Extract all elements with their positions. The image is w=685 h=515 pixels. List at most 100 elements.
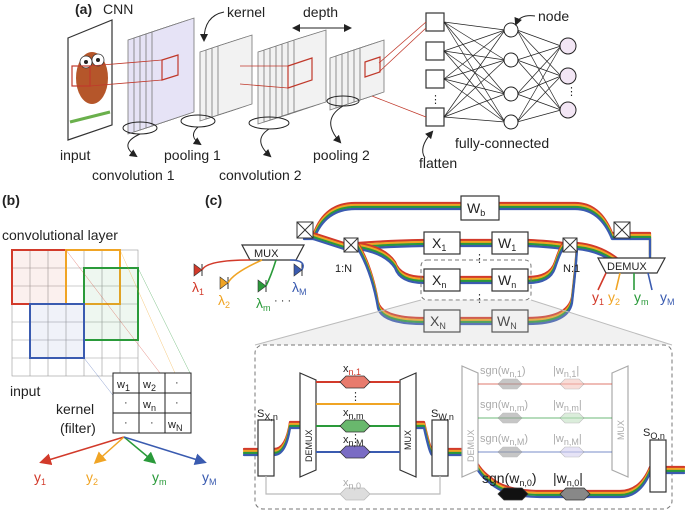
waveguide-branch-N: [356, 241, 579, 326]
panel-c: (c) MUX DEMUX 1:N N:1 Wb X1 W1 Xn: [192, 192, 675, 346]
node-label: node: [538, 8, 569, 24]
kernel-dot-1: ·: [175, 377, 179, 389]
c-output-2-label: y2: [608, 289, 620, 307]
x1-box: [423, 231, 461, 255]
kernel-dot-5: ·: [150, 417, 154, 429]
x1-label: X: [432, 235, 442, 251]
conv2-stack: [257, 29, 327, 125]
modulator-nm: [339, 419, 371, 433]
filter-window-M: [29, 303, 85, 359]
lambda-M-label: λM: [292, 279, 307, 297]
sgn-n0-label: sgn(w: [482, 470, 520, 486]
laser-2: λ2: [218, 259, 263, 310]
depth-label: depth: [303, 4, 338, 20]
pool2-stack: [329, 39, 385, 111]
waveguide-branch-1: [311, 231, 565, 251]
x-n1-label: x: [343, 363, 349, 375]
svg-text:sgn(wn,1): sgn(wn,1): [480, 365, 526, 379]
waveguide-out: [575, 231, 652, 267]
abs-n0-label: |w: [553, 470, 568, 486]
detail-mux-label: MUX: [403, 430, 413, 450]
xN-box: [423, 309, 461, 333]
svg-text:XN: XN: [430, 313, 446, 331]
svg-text:sgn(wn,M): sgn(wn,M): [480, 433, 528, 447]
lambda-2-label: λ2: [218, 292, 230, 310]
svg-text:· · ·: · · ·: [274, 295, 291, 307]
detail-gray-demux-label: DEMUX: [466, 429, 476, 462]
detail-demux: [299, 372, 317, 478]
panel-b-input-label: input: [10, 383, 40, 399]
demux-label: DEMUX: [607, 261, 647, 273]
sgn-nM-label: sgn(w: [480, 433, 509, 445]
svg-text:WN: WN: [497, 313, 517, 331]
svg-text:X1: X1: [432, 235, 446, 253]
fc-network: [443, 21, 562, 123]
son-switch: [649, 439, 667, 493]
sxn-label: S: [257, 408, 264, 420]
kernel-w1: w: [116, 379, 125, 391]
output-1-label: y1: [34, 469, 46, 487]
panel-a-tag: (a): [75, 1, 92, 17]
laser-1: λ1: [192, 259, 251, 297]
output-M-label: yM: [202, 469, 217, 487]
svg-text:⋮: ⋮: [566, 86, 577, 98]
svg-text:w2: w2: [142, 379, 156, 393]
modulator-nM: [339, 445, 371, 459]
kernel-label-b: kernel: [56, 401, 94, 417]
convolution1-label: convolution 1: [92, 167, 175, 183]
sgn-nm-label: sgn(w: [480, 399, 509, 411]
sgn-n0-modulator: [497, 487, 529, 501]
filter-window-2: [65, 249, 121, 305]
wb-label: W: [467, 200, 481, 216]
n-to-one-label: N:1: [563, 263, 580, 275]
x-n0-label: x: [343, 477, 349, 489]
svg-text:w1: w1: [116, 379, 130, 393]
svg-text:wN: wN: [167, 419, 182, 433]
wb-box: [460, 195, 500, 221]
kernel-w2: w: [142, 379, 151, 391]
w1-box: [491, 231, 529, 255]
sxn-switch: [257, 419, 275, 477]
svg-text:sgn(wn,0): sgn(wn,0): [482, 470, 537, 488]
filter-window-m: [83, 267, 139, 341]
pooling2-label: pooling 2: [313, 147, 370, 163]
swn-label: S: [431, 408, 438, 420]
conv1-stack: [127, 17, 195, 135]
panel-b: (b) convolutional layer input w1 w2 · ·: [2, 192, 217, 487]
fully-connected-label: fully-connected: [455, 135, 549, 151]
svg-text:xn,M: xn,M: [343, 434, 364, 448]
flatten-column: ⋮: [425, 12, 445, 127]
modulator-n0: [339, 487, 371, 501]
svg-text:xn,0: xn,0: [343, 477, 361, 491]
abs-n1-label: |w: [553, 365, 564, 377]
kernel-wN: w: [167, 419, 176, 431]
input-image: [67, 19, 113, 141]
panel-a-title: CNN: [103, 1, 133, 17]
kernel-dot-4: ·: [124, 417, 128, 429]
svg-text:⋮: ⋮: [474, 253, 485, 265]
branch-selection: [420, 259, 532, 301]
kernel-dot-2: ·: [124, 397, 128, 409]
lambda-m-label: λm: [256, 295, 271, 313]
kernel-wn: w: [142, 399, 151, 411]
svg-text:|wn,1|: |wn,1|: [553, 365, 579, 379]
svg-text:⋮: ⋮: [474, 293, 485, 305]
kernel-dot-3: ·: [175, 397, 179, 409]
c-output-1-label: y1: [592, 289, 604, 307]
detail-demux-label: DEMUX: [304, 429, 314, 462]
svg-text:wn: wn: [142, 399, 156, 413]
svg-text:⋮: ⋮: [430, 94, 441, 106]
detail-mux: [399, 372, 417, 478]
filter-window-1: [11, 249, 67, 305]
svg-text:sgn(wn,m): sgn(wn,m): [480, 399, 528, 413]
svg-text:SW,n: SW,n: [431, 408, 454, 422]
wN-box: [491, 309, 529, 333]
fc-output-nodes: [559, 37, 577, 119]
input-label: input: [60, 147, 90, 163]
svg-text:SO,n: SO,n: [643, 427, 665, 441]
laser-m: λm: [256, 259, 277, 313]
pool1-stack: [199, 34, 253, 122]
abs-nM-label: |w: [553, 433, 564, 445]
abs-nm-label: |w: [553, 399, 564, 411]
wn-label: W: [498, 272, 512, 288]
